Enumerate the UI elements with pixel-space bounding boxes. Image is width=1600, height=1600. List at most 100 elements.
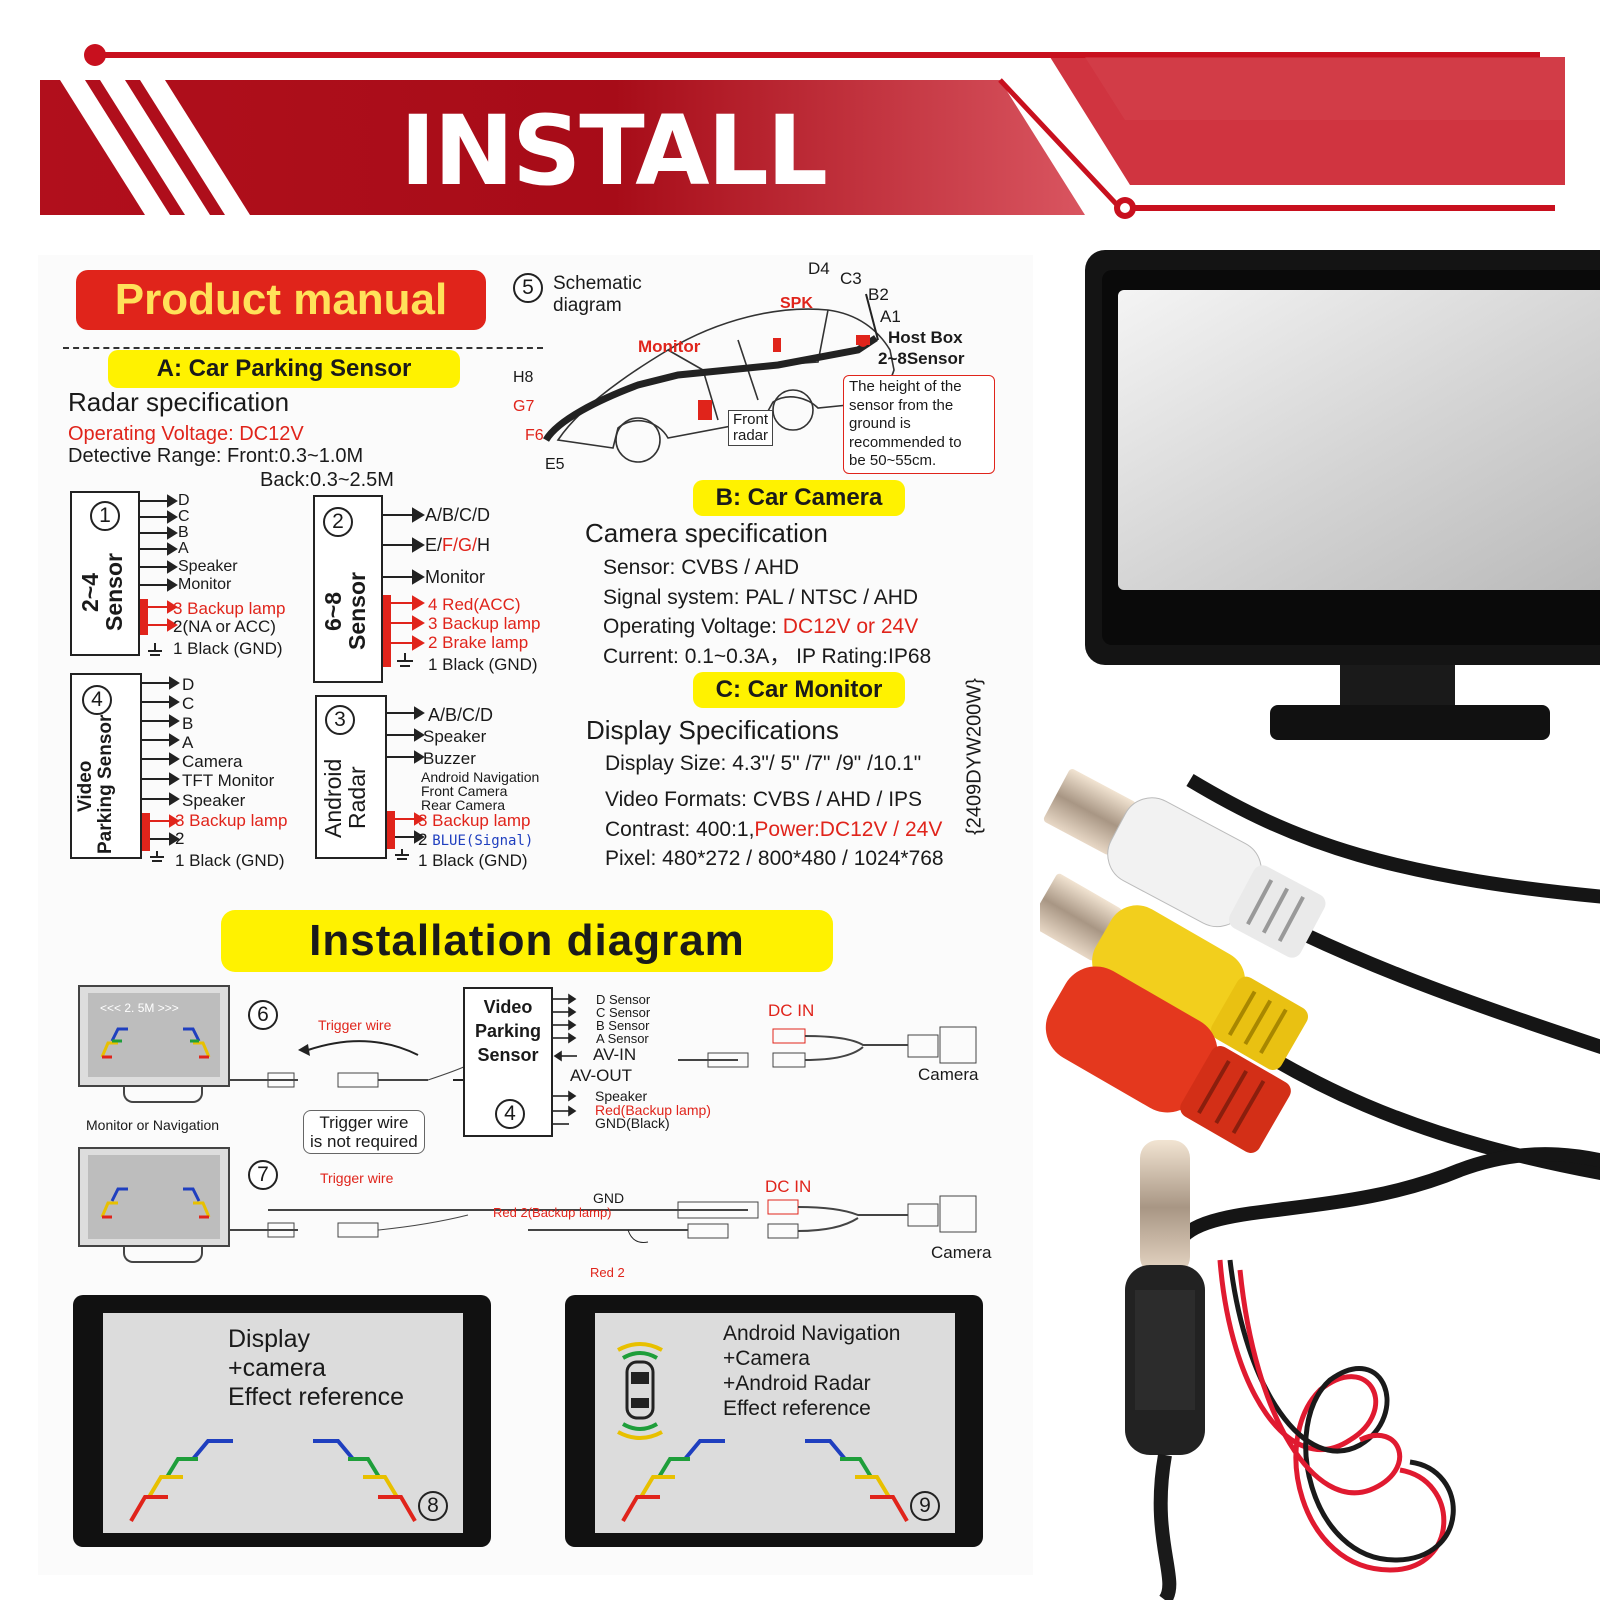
dc-power-plug-icon [1125,1140,1205,1600]
display-spec-title: Display Specifications [586,715,839,745]
wire-d: D [182,675,195,694]
effect-screen: Display +camera Effect reference 8 [103,1313,463,1533]
box-label: Video Parking Sensor [75,714,116,854]
effect-screen: Android Navigation +Camera +Android Rada… [595,1313,955,1533]
height-note: The height of the sensor from the ground… [843,375,995,474]
box3-wire-speaker: Speaker [423,727,487,746]
wire-e: E/ [425,535,443,555]
label-host-sensor: 2~8Sensor [878,349,965,368]
box2-wire-monitor: Monitor [425,567,486,587]
banner-graphic [40,44,1565,219]
note-line-2: is not required [310,1132,418,1151]
vps-wire: C Sensor [596,1005,651,1020]
vps-wire: D Sensor [596,992,651,1007]
effect-9-number: 9 [910,1491,940,1521]
monitor-icon [1085,250,1600,740]
rca-red-connector-icon [1045,966,1291,1153]
effect-line: Effect reference [723,1397,871,1420]
number-badge: 3 [325,705,355,735]
vps-box-label: Video Parking Sensor [474,997,542,1065]
box3-wire-arrows [387,706,425,860]
radar-spec-title: Radar specification [68,387,290,417]
effect-reference-9: Android Navigation +Camera +Android Rada… [565,1295,983,1547]
effect-text: Android Navigation +Camera +Android Rada… [723,1321,900,1421]
effect-line: Effect reference [228,1383,405,1411]
camera-sensor: Sensor: CVBS / AHD [603,556,800,579]
box3-wire-backup: 3 Backup lamp [418,811,531,830]
diagram-6-camera-wiring [678,1026,977,1068]
label-e5: E5 [545,456,565,473]
vps-speaker: Speaker [595,1088,648,1104]
guide-lines [100,1187,211,1219]
diagram-7-dc-in: DC IN [765,1177,812,1196]
monitor-display [88,1155,220,1239]
vps-wire-list: D Sensor C Sensor B Sensor A Sensor [596,993,650,1045]
contrast-label: Contrast: 400:1, [605,818,755,841]
wire-number: 2 [418,830,428,849]
effect-line: +Camera [723,1347,810,1370]
section-c-heading: C: Car Monitor [693,672,905,708]
wire-tft-monitor: TFT Monitor [182,771,275,791]
divider [63,347,543,349]
wire-camera: Camera [182,752,243,772]
vps-red-backup: Red(Backup lamp) [595,1102,711,1118]
monitor-or-navigation: Monitor or Navigation [86,1117,220,1133]
height-note-line: sensor from the [849,396,954,414]
guide-lines [621,1439,909,1523]
height-note-line: The height of the [849,378,962,395]
front-radar-line-2: radar [733,427,769,444]
voltage-label: Operating Voltage: [603,615,783,638]
box4-wire-list: D C B A Camera TFT Monitor Speaker [182,675,274,810]
effect-line: Android Navigation [723,1322,901,1345]
height-note-line: ground is [849,415,911,432]
wire-a: A [178,540,189,557]
note-line-1: Trigger wire [319,1113,409,1132]
box2-wire-abcd: A/B/C/D [425,505,491,525]
car-outline-drawing [543,293,895,463]
label-d4: D4 [808,259,830,278]
banner-title: INSTALL [400,95,828,207]
wire-a: A [182,732,194,752]
box-2-4-sensor: 1 2~4 Sensor [70,491,140,656]
box1-wire-gnd: 1 Black (GND) [173,639,283,658]
section-b-heading: B: Car Camera [693,480,905,516]
trigger-not-required: Trigger wire is not required [303,1110,425,1154]
monitor-screen-6: <<< 2. 5M >>> [78,985,230,1087]
manual-title: Product manual [76,270,486,330]
box-label: Android Radar [320,758,371,838]
front-sensor-labels: H8 G7 F6 E5 [513,363,565,479]
wire-c: C [182,694,195,714]
number-badge: 2 [323,507,353,537]
wire-c: C [178,508,190,525]
radar-operating-voltage: Operating Voltage: DC12V [68,423,304,445]
monitor-display: <<< 2. 5M >>> [88,993,220,1077]
box2-wire-brake: 2 Brake lamp [428,633,529,652]
box3-wire-nav: Android Navigation [421,769,540,785]
camera-signal: Signal system: PAL / NTSC / AHD [603,585,919,609]
effect-line: +camera [228,1354,326,1382]
number-badge: 1 [90,501,120,531]
vps-wire: B Sensor [596,1018,650,1033]
diagram-6-wires [228,1040,483,1088]
monitor-screen-7 [78,1147,230,1247]
wire-h: H [477,535,491,555]
wire-b: B [182,713,194,733]
box-label: 2~4 Sensor [77,553,128,632]
section-a-heading: A: Car Parking Sensor [108,350,460,388]
wire-speaker: Speaker [178,558,238,575]
front-radar-label: Front radar [728,410,774,446]
diagram-6-number: 6 [248,1000,278,1030]
box1-wire-list: D C B A Speaker Monitor [178,493,238,593]
vps-av-in: AV-IN [593,1045,637,1064]
effect-line: +Android Radar [723,1372,871,1395]
wire-b: B [178,524,189,541]
display-formats: Video Formats: CVBS / AHD / IPS [605,788,923,811]
box2-wire-backup: 3 Backup lamp [428,614,541,633]
box3-wire-abcd: A/B/C/D [428,705,494,725]
box3-wire-front-cam: Front Camera [421,783,508,799]
car-radar-icon [617,1342,663,1440]
monitor-stand [123,1085,203,1103]
schematic-number: 5 [513,273,543,303]
product-illustration [1029,250,1600,1600]
box2-wire-efgh: E/F/G/H [425,535,490,556]
